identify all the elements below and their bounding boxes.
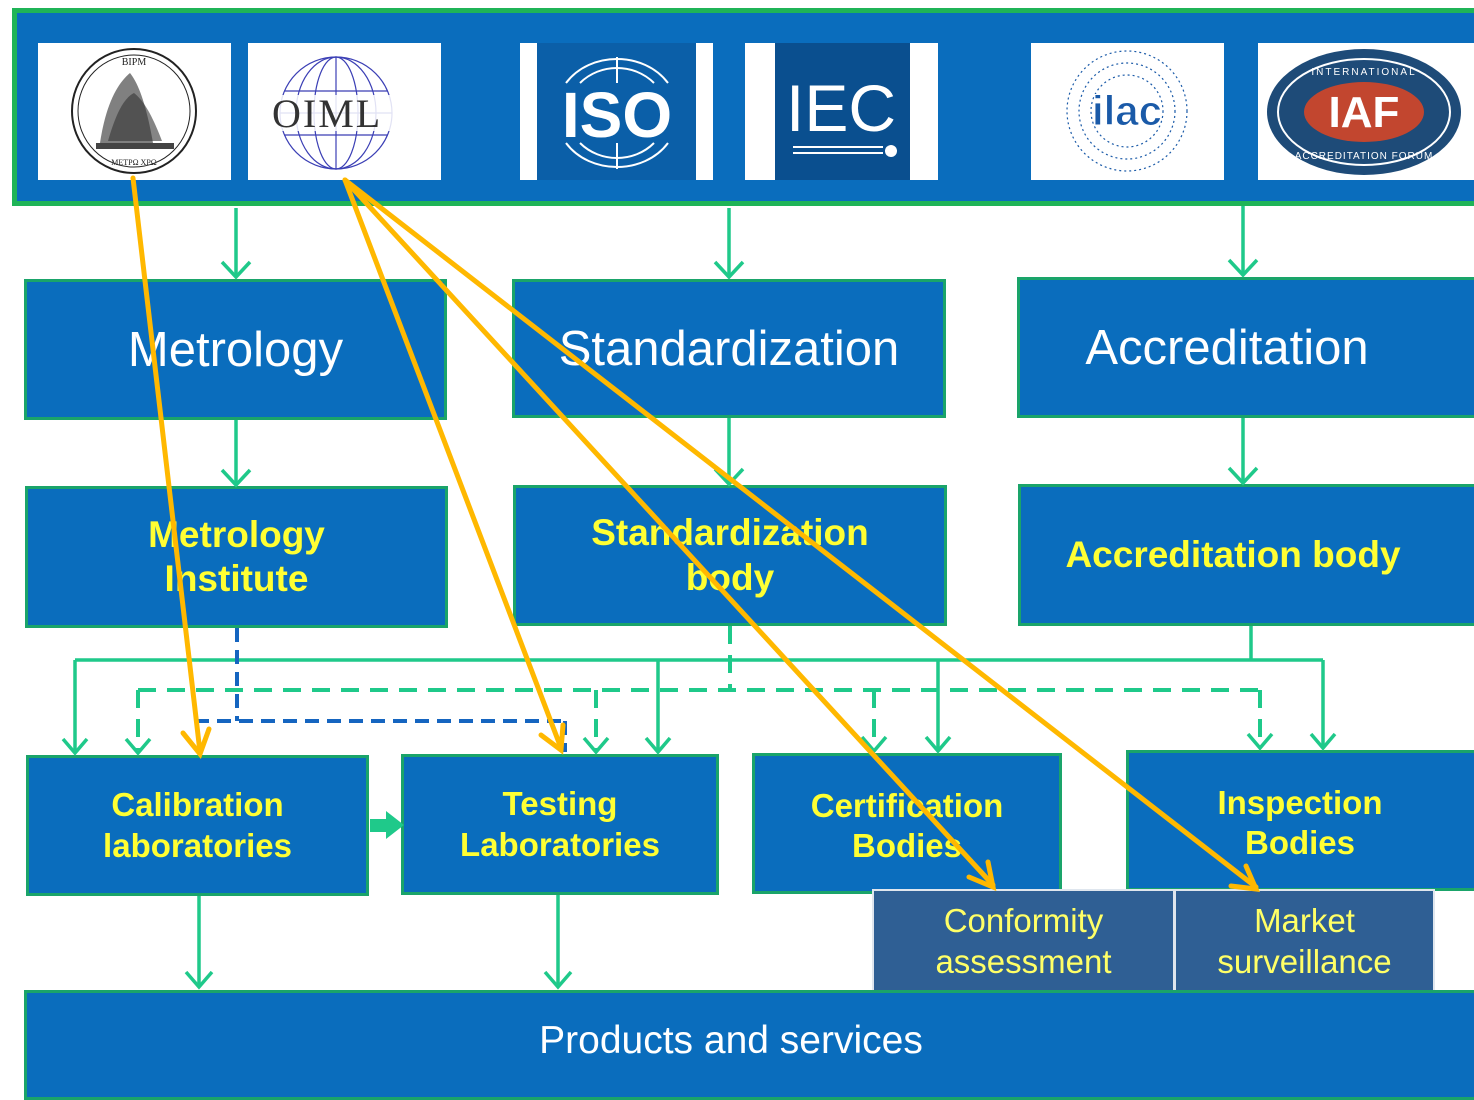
metrology-label: Metrology — [127, 322, 344, 377]
iaf-logo-text: IAF — [1329, 88, 1400, 137]
bipm-logo: BIPM ΜΕΤΡΩ ΧΡΩ — [38, 43, 231, 180]
testing-laboratories-box: Testing Laboratories — [401, 754, 719, 895]
accreditation-body-label: Accreditation body — [1065, 533, 1401, 575]
arrowhead-dashed-certification — [860, 735, 888, 754]
accreditation-box: Accreditation — [1017, 277, 1474, 418]
ilac-logo-text: ilac — [1092, 87, 1162, 134]
testing-line1: Testing — [502, 785, 618, 823]
iaf-ring-bottom-text: ACCREDITATION FORUM — [1295, 151, 1434, 162]
market-line1: Market — [1254, 902, 1355, 940]
bipm-logo-bottom-text: ΜΕΤΡΩ ΧΡΩ — [111, 158, 157, 167]
standardization-body-box: Standardization body — [513, 485, 947, 626]
bipm-logo-top-text: BIPM — [122, 57, 147, 68]
conformity-line2: assessment — [935, 942, 1112, 980]
arrowhead-bar-to-standardization — [713, 260, 745, 280]
conformity-line1: Conformity — [943, 902, 1104, 940]
orange-arrowhead-bipm-to-calibration — [180, 726, 212, 760]
arrowhead-accreditation-to-calibration — [61, 737, 89, 756]
arrow-calibration-to-testing — [370, 811, 404, 839]
arrowhead-testing-to-products — [543, 970, 573, 990]
arrowhead-dashed-calibration — [124, 737, 152, 756]
arrowhead-standardization-to-body — [713, 467, 745, 487]
arrowhead-dashed-inspection — [1246, 732, 1274, 751]
standardization-body-line1: Standardization — [591, 512, 869, 554]
accreditation-label: Accreditation — [1085, 320, 1369, 375]
iso-logo: ISO — [520, 43, 713, 180]
calibration-line1: Calibration — [111, 786, 284, 824]
inspection-bodies-box: Inspection Bodies — [1126, 750, 1474, 891]
orange-arrowhead-oiml-to-market — [1228, 863, 1261, 893]
standardization-box: Standardization — [512, 279, 946, 418]
oiml-logo: OIML — [248, 43, 441, 180]
products-and-services-box: Products and services — [24, 990, 1474, 1100]
oiml-logo-text: OIML — [272, 91, 382, 136]
conformity-assessment-box: Conformity assessment — [872, 889, 1175, 994]
arrowhead-accreditation-to-body — [1227, 466, 1259, 486]
iec-logo: IEC — [745, 43, 938, 180]
certification-bodies-box: Certification Bodies — [752, 753, 1062, 894]
ilac-logo: ilac — [1031, 43, 1224, 180]
arrowhead-bar-to-metrology — [220, 260, 252, 280]
iso-logo-text: ISO — [562, 79, 672, 151]
orange-arrowhead-oiml-to-conformity — [966, 859, 997, 892]
market-line2: surveillance — [1217, 942, 1392, 980]
metrology-box: Metrology — [24, 279, 447, 420]
metrology-institute-line2: Institute — [164, 558, 309, 599]
orange-arrow-bipm-to-calibration — [130, 175, 203, 755]
orange-arrow-oiml-to-conformity — [342, 177, 996, 888]
arrowhead-accreditation-to-inspection — [1309, 732, 1337, 751]
arrowhead-accreditation-to-testing — [644, 736, 672, 755]
arrowhead-dashed-testing — [582, 736, 610, 755]
inspection-line1: Inspection — [1217, 784, 1383, 821]
products-and-services-label: Products and services — [539, 1019, 923, 1062]
market-surveillance-box: Market surveillance — [1174, 889, 1435, 994]
arrowhead-bar-to-accreditation — [1227, 258, 1259, 278]
iaf-ring-top-text: INTERNATIONAL — [1311, 67, 1416, 78]
arrowhead-calibration-to-products — [184, 970, 214, 990]
iec-logo-text: IEC — [786, 71, 896, 145]
calibration-line2: laboratories — [103, 826, 292, 864]
accreditation-body-box: Accreditation body — [1018, 484, 1474, 626]
arrowhead-metrology-to-institute — [220, 468, 252, 488]
testing-line2: Laboratories — [460, 825, 660, 863]
orange-arrow-oiml-to-market — [342, 177, 1259, 890]
iaf-logo: IAF INTERNATIONAL ACCREDITATION FORUM — [1258, 43, 1474, 180]
arrowhead-accreditation-to-certification — [924, 735, 952, 754]
orange-arrow-oiml-to-testing — [342, 177, 564, 751]
inspection-line2: Bodies — [1244, 824, 1356, 862]
standardization-label: Standardization — [558, 321, 900, 376]
metrology-institute-box: Metrology Institute — [25, 486, 448, 628]
orange-arrowhead-oiml-to-testing — [538, 722, 566, 755]
calibration-laboratories-box: Calibration laboratories — [26, 755, 369, 896]
